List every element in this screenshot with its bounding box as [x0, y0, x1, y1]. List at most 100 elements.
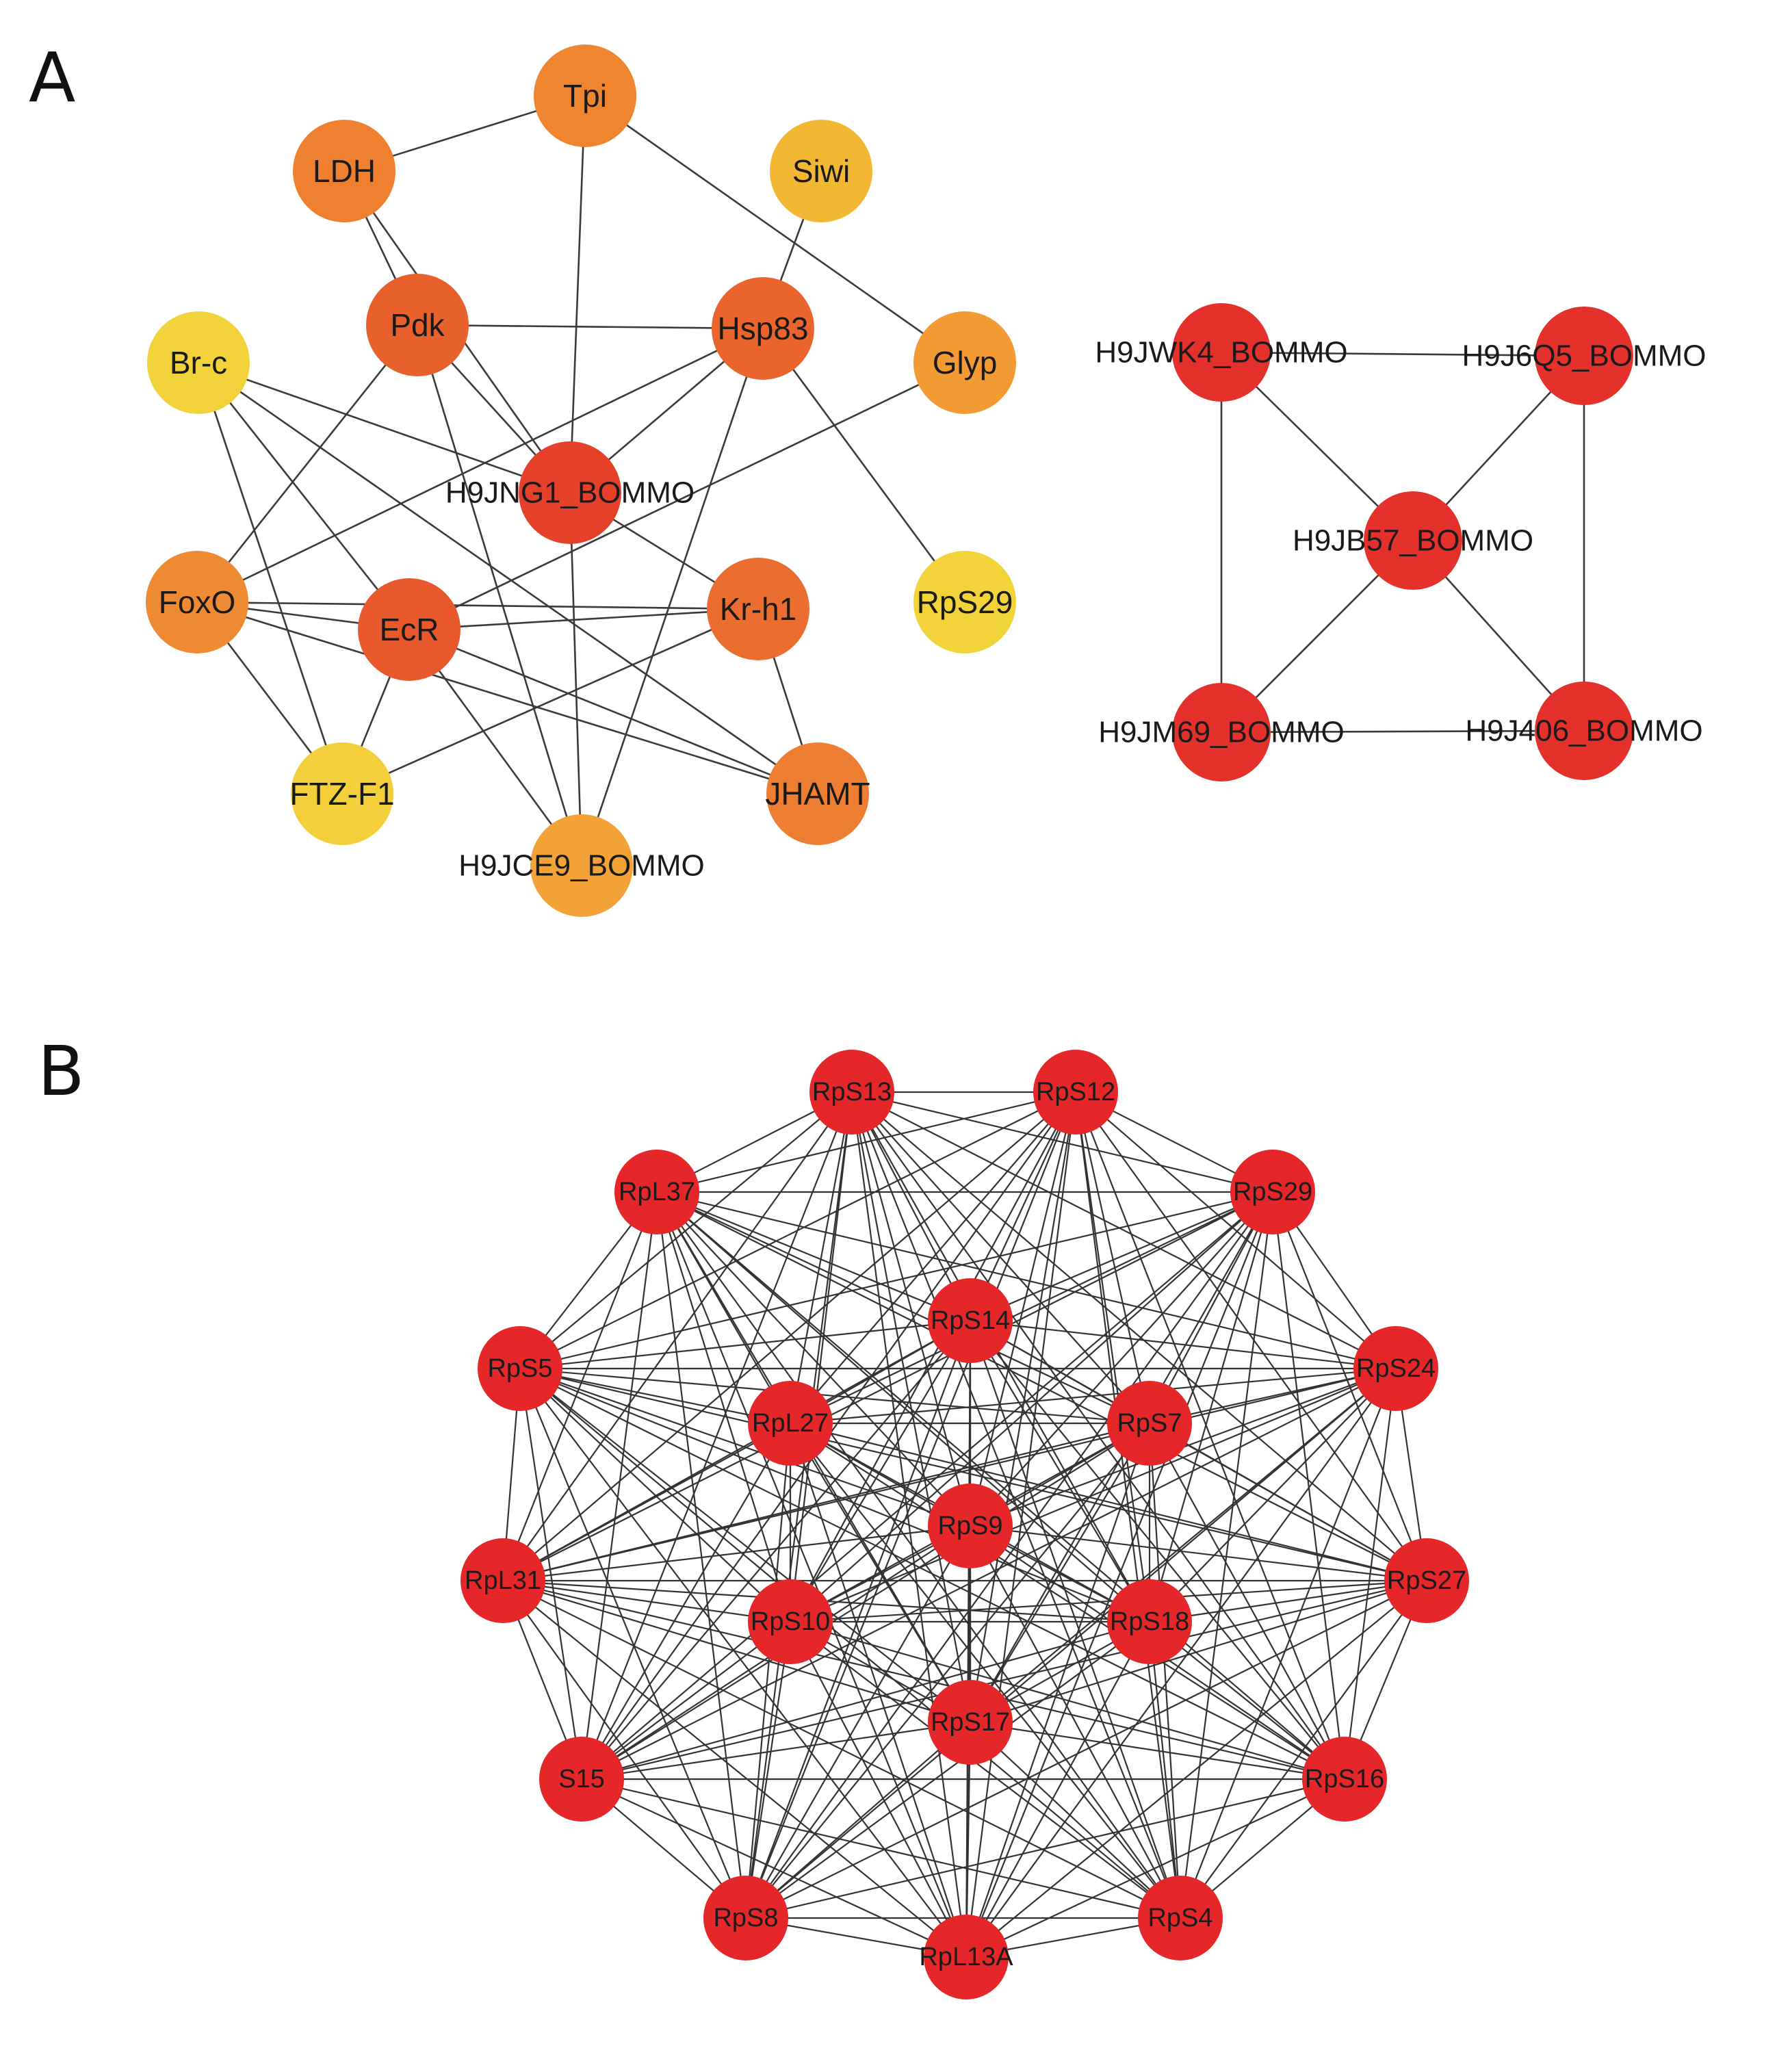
node-circle: [1230, 1150, 1315, 1234]
node-circle: [928, 1680, 1013, 1765]
edge-hsp83-foxo: [196, 327, 764, 604]
edge-rps12-rps10: [790, 1091, 1076, 1622]
edge-rps14-rps10: [790, 1320, 971, 1622]
node-circle: [1172, 683, 1271, 781]
b-node-rps16: RpS16: [1302, 1737, 1387, 1822]
edge-rps24-rps10: [790, 1367, 1397, 1623]
edge-rps24-rps18: [1149, 1368, 1397, 1622]
node-circle: [478, 1326, 562, 1411]
edge-rps14-rps18: [970, 1320, 1150, 1622]
node-label: RpL13A: [919, 1943, 1013, 1971]
edge-rps10-rps16: [790, 1620, 1345, 1780]
edge-rps27-rpl13a: [965, 1580, 1427, 1958]
edge-rps7-rps17: [970, 1423, 1150, 1723]
edge-rps12-rps7: [1074, 1091, 1151, 1424]
edge-rps12-rps4: [1074, 1091, 1182, 1919]
edge-rps29-s15: [581, 1191, 1273, 1780]
a1-node-foxo: FoxO: [146, 551, 248, 653]
edge-rps13-rps17: [851, 1091, 972, 1723]
node-label: FTZ-F1: [289, 776, 394, 812]
a1-node-hsp83: Hsp83: [712, 277, 814, 380]
edge-rps13-s15: [580, 1091, 853, 1780]
edge-rps29-rps5: [519, 1191, 1273, 1370]
node-label: RpS4: [1147, 1904, 1212, 1932]
edge-rps10-s15: [581, 1621, 791, 1780]
edge-rpl27-rps16: [790, 1423, 1345, 1780]
node-label: Pdk: [390, 307, 445, 343]
edge-rps17-rps16: [970, 1721, 1345, 1780]
node-circle: [1353, 1326, 1438, 1411]
edge-rps18-rps4: [1148, 1621, 1182, 1919]
edge-rps13-rps9: [851, 1091, 972, 1527]
edge-rps5-rps10: [519, 1368, 791, 1622]
node-label: RpS29: [1233, 1178, 1312, 1206]
a1-node-siwi: Siwi: [770, 120, 872, 222]
a1-node-h9jce9-bommo: H9JCE9_BOMMO: [458, 814, 705, 917]
node-label: RpL37: [619, 1178, 695, 1206]
edge-foxo-jhamt: [196, 601, 818, 795]
edge-rps7-s15: [581, 1423, 1150, 1780]
edge-rps29-rpl27: [790, 1191, 1273, 1424]
node-circle: [534, 44, 636, 147]
b-node-rps5: RpS5: [478, 1326, 562, 1411]
edge-rps12-rps27: [1075, 1091, 1427, 1581]
node-circle: [1138, 1876, 1223, 1960]
edge-rps14-rps5: [519, 1319, 971, 1370]
node-circle: [1302, 1737, 1387, 1822]
b-node-s15: S15: [539, 1737, 624, 1822]
node-circle: [913, 311, 1016, 414]
node-label: H9JCE9_BOMMO: [458, 849, 704, 883]
node-circle: [748, 1381, 833, 1466]
b-node-rps4: RpS4: [1138, 1876, 1223, 1960]
a2-node-h9jm69-bommo: H9JM69_BOMMO: [1098, 683, 1345, 781]
edge-rps10-rps4: [790, 1621, 1181, 1919]
b-node-rps13: RpS13: [809, 1050, 894, 1135]
node-label: LDH: [313, 153, 376, 189]
node-circle: [146, 551, 248, 653]
edge-rpl31-rps10: [502, 1579, 791, 1623]
edge-rps14-s15: [581, 1320, 971, 1780]
edge-rps27-rps10: [790, 1579, 1427, 1623]
node-label: Glyp: [933, 345, 998, 380]
a1-node-jhamt: JHAMT: [765, 742, 870, 845]
node-label: RpS24: [1356, 1354, 1436, 1383]
edge-rps13-rps24: [851, 1091, 1397, 1369]
node-label: RpS10: [751, 1607, 830, 1636]
panel-a-letter: A: [29, 38, 75, 118]
edge-rps29-rps4: [1179, 1191, 1274, 1919]
edge-br-c-jhamt: [198, 361, 818, 795]
edge-rps29-rps16: [1271, 1191, 1346, 1780]
edge-rps13-rps10: [789, 1091, 853, 1622]
b-node-rps9: RpS9: [928, 1484, 1013, 1568]
node-label: RpS9: [937, 1512, 1002, 1540]
edge-rps5-rps27: [519, 1367, 1427, 1582]
node-circle: [358, 578, 461, 681]
edge-rpl37-rpl31: [502, 1191, 658, 1581]
edge-rps18-rps8: [745, 1621, 1150, 1919]
node-circle: [1384, 1538, 1469, 1623]
node-label: RpS27: [1387, 1566, 1466, 1595]
node-label: Tpi: [563, 78, 607, 114]
edge-rps18-s15: [581, 1620, 1150, 1780]
edge-rpl37-rpl13a: [656, 1191, 968, 1958]
node-circle: [1535, 307, 1633, 405]
node-circle: [1107, 1381, 1192, 1466]
edge-rps13-rpl27: [789, 1091, 853, 1424]
b-node-rps14: RpS14: [928, 1278, 1013, 1363]
a2-node-h9j406-bommo: H9J406_BOMMO: [1465, 682, 1703, 780]
edge-rps12-rps5: [519, 1091, 1076, 1369]
b-node-rps8: RpS8: [703, 1876, 788, 1960]
node-label: RpS17: [931, 1708, 1010, 1737]
b-node-rpl31: RpL31: [461, 1538, 545, 1623]
edge-rpl27-rps8: [744, 1423, 792, 1919]
edge-pdk-h9jce9: [416, 324, 583, 866]
a1-node-kr-h1: Kr-h1: [707, 558, 809, 660]
edge-rps5-rps7: [519, 1367, 1150, 1425]
node-label: S15: [558, 1765, 605, 1793]
edge-rps27-rps17: [970, 1579, 1427, 1724]
edge-rps13-rps29: [851, 1091, 1273, 1193]
node-label: Kr-h1: [720, 591, 796, 627]
edge-rpl31-rpl13a: [502, 1580, 967, 1958]
node-circle: [928, 1484, 1013, 1568]
